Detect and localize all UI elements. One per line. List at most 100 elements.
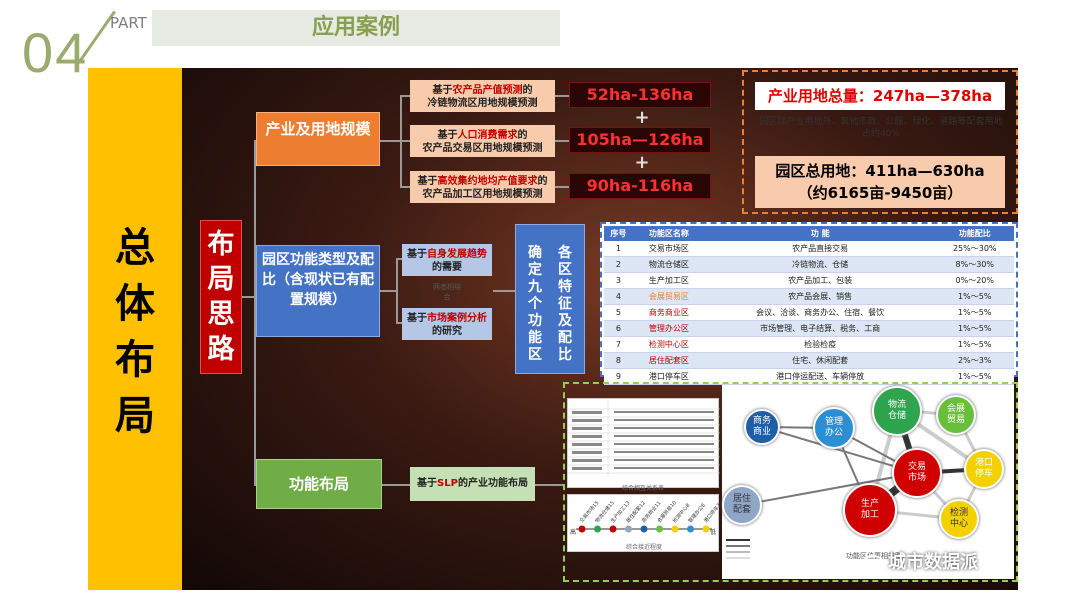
table-cell: 1%～5% — [935, 368, 1014, 385]
land-value-cold-chain: 52ha-136ha — [569, 82, 711, 108]
function-basis-2: 基于市场案例分析的研究 — [402, 308, 492, 340]
table-cell: 1 — [604, 241, 633, 257]
table-cell: 25%～30% — [935, 241, 1014, 257]
connector — [400, 95, 410, 97]
plus-icon: + — [634, 152, 650, 173]
table-cell: 生产加工区 — [632, 272, 705, 289]
node-label: 居住配套 — [732, 494, 751, 515]
chain-dot — [671, 525, 679, 533]
industrial-land-total: 产业用地总量：247ha—378ha — [755, 82, 1005, 110]
page-title: 应用案例 — [311, 15, 400, 40]
function-basis-1: 基于自身发展趋势的需要 — [402, 244, 492, 276]
result-right-text: 各区特征及配比 — [558, 245, 572, 363]
table-cell: 交易市场区 — [632, 241, 705, 257]
part-number: 04 — [22, 21, 89, 84]
table-cell: 居住配套区 — [632, 352, 705, 369]
matrix-graphic — [568, 401, 720, 477]
watermark: 城市数据派 — [862, 548, 978, 574]
node-inspection: 检测中心 — [939, 499, 979, 539]
layout-basis: 基于SLP的产业功能布局 — [410, 467, 535, 501]
node-label: 交易市场 — [907, 462, 926, 483]
table-cell: 商务商业区 — [632, 304, 705, 321]
table-cell: 7 — [604, 336, 633, 353]
connector — [555, 186, 569, 188]
connector — [396, 258, 398, 324]
table-cell: 冷链物流、仓储 — [704, 256, 936, 273]
node-market: 交易市场 — [892, 448, 942, 498]
table-cell: 8%～30% — [935, 256, 1014, 273]
chain-dot — [702, 525, 710, 533]
land-summary-panel — [742, 70, 1018, 214]
node-parking: 港口停车 — [964, 449, 1004, 489]
table-cell: 1%～5% — [935, 288, 1014, 305]
branch-function-layout: 功能布局 — [256, 459, 382, 509]
industry-basis-2: 基于人口消费需求的农产品交易区用地规模预测 — [410, 125, 555, 157]
connector — [242, 296, 256, 298]
connector — [535, 484, 565, 486]
chain-caption: 综合接近程度 — [625, 544, 662, 551]
node-label: 生产加工 — [860, 499, 879, 520]
connector — [254, 140, 256, 485]
zone-table-header-cell: 序号 — [604, 226, 633, 241]
chain-graphic: 交易市场15物流仓储15生产加工13居住配套12商务商业11会展贸易10检测中心… — [576, 500, 722, 533]
branch-function-types: 园区功能类型及配比（含现状已有配置规模） — [256, 245, 380, 337]
table-cell: 住宅、休闲配套 — [704, 352, 936, 369]
zone-table-header-cell: 功 能 — [704, 226, 936, 241]
core-label: 布局思路 — [200, 220, 242, 374]
zone-table-header: 序号功能区名称功 能功能配比 — [604, 226, 1014, 241]
table-cell: 8 — [604, 352, 633, 369]
node-residential: 居住配套 — [722, 485, 762, 525]
table-cell: 港口停运配送、车辆停放 — [704, 368, 936, 385]
chain-dot — [625, 525, 632, 533]
table-cell: 9 — [604, 368, 633, 385]
table-cell: 市场管理、电子结算、税务、工商 — [704, 320, 936, 337]
chain-dot — [609, 525, 617, 533]
table-cell: 港口停车区 — [632, 368, 705, 385]
table-cell: 5 — [604, 304, 633, 321]
zone-relationship-diagram: 物流仓储 商务商业 管理办公 会展贸易 港口停车 交易市场 居住配套 生产加工 … — [722, 385, 1014, 579]
chain-high-label: 高 — [570, 529, 577, 536]
branch-industry-scale: 产业及用地规模 — [256, 112, 380, 166]
chain-low-label: 低 — [709, 529, 716, 536]
diagram-legend — [726, 535, 786, 575]
title-bar — [152, 10, 560, 46]
connector — [378, 140, 402, 142]
table-cell: 物流仓储区 — [632, 256, 705, 273]
chain-dot — [656, 525, 663, 533]
relationship-matrix: 综合相互关系表 — [567, 398, 720, 492]
table-cell: 2 — [604, 256, 633, 273]
node-label: 港口停车 — [974, 458, 993, 479]
function-result: 确定九个功能区 各区特征及配比 — [515, 224, 585, 374]
chain-dot — [594, 525, 601, 533]
connector — [378, 290, 398, 292]
part-label: PART — [110, 14, 147, 32]
table-cell: 3 — [604, 272, 633, 289]
table-cell: 管理办公区 — [632, 320, 705, 337]
sidebar-panel — [88, 68, 182, 590]
chain-dot — [578, 525, 586, 533]
matrix-caption: 综合相互关系表 — [621, 485, 664, 492]
land-value-trade: 105ha—126ha — [569, 127, 711, 153]
connector — [396, 258, 402, 260]
node-label: 商务商业 — [752, 416, 771, 437]
table-cell: 会展贸易区 — [632, 288, 705, 305]
node-management: 管理办公 — [813, 407, 855, 449]
table-cell: 1%～5% — [935, 304, 1014, 321]
table-cell: 1%～5% — [935, 320, 1014, 337]
connector — [555, 95, 569, 97]
node-label: 检测中心 — [949, 508, 968, 529]
result-left-text: 确定九个功能区 — [528, 245, 542, 363]
table-cell: 检验检疫 — [704, 336, 936, 353]
node-label: 会展贸易 — [946, 404, 965, 425]
industry-basis-1: 基于农产品产值预测的冷链物流区用地规模预测 — [410, 80, 555, 112]
table-cell: 6 — [604, 320, 633, 337]
industry-basis-3: 基于高效集约地均产值要求的农产品加工区用地规模预测 — [410, 171, 555, 203]
sidebar-title: 总体布局 — [115, 225, 155, 439]
table-cell: 0%～20% — [935, 272, 1014, 289]
supporting-land-note: 园区除产业用地外，其他市政、公服、绿化、道路等配套用地占约40% — [759, 117, 1003, 139]
slp-panel — [563, 382, 1018, 582]
